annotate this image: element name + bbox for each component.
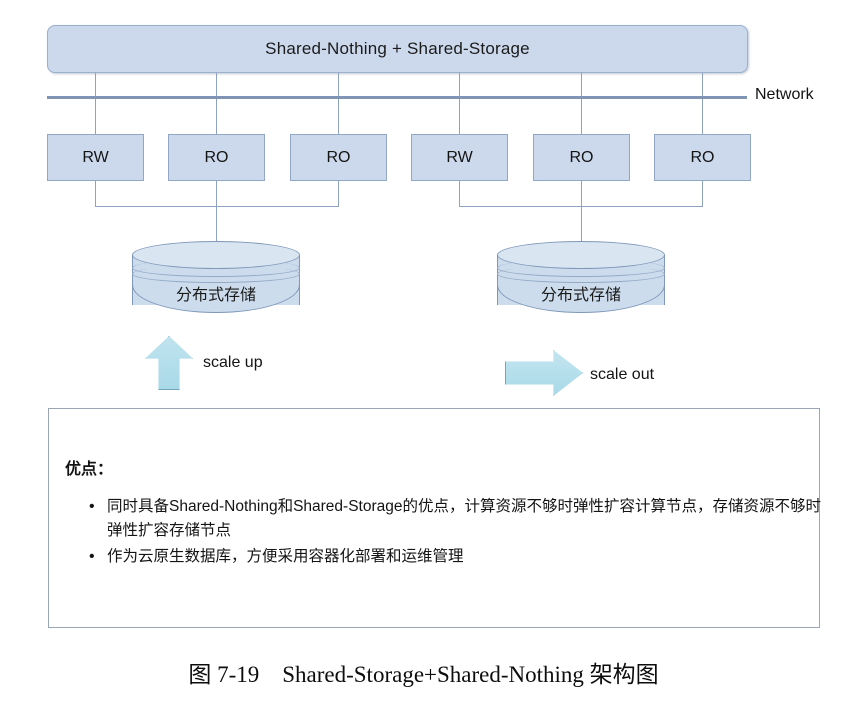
arrow-up-icon bbox=[145, 336, 193, 390]
arrow-right-icon bbox=[505, 350, 583, 396]
connector-header-node-3 bbox=[338, 73, 339, 134]
node-label: RW bbox=[82, 148, 109, 166]
node-box-ro-2[interactable]: RO bbox=[290, 134, 387, 181]
storage-cylinder-left[interactable]: 分布式存储 bbox=[132, 241, 300, 319]
architecture-title-label: Shared-Nothing + Shared-Storage bbox=[265, 39, 530, 58]
storage-cylinder-right[interactable]: 分布式存储 bbox=[497, 241, 665, 319]
architecture-title-box: Shared-Nothing + Shared-Storage bbox=[47, 25, 748, 73]
connector-node1-down bbox=[95, 181, 96, 206]
cylinder-rim-2 bbox=[132, 265, 300, 283]
connector-header-node-4 bbox=[459, 73, 460, 134]
connector-header-node-5 bbox=[581, 73, 582, 134]
connector-node6-down bbox=[702, 181, 703, 206]
node-label: RO bbox=[204, 148, 229, 166]
storage-label: 分布式存储 bbox=[540, 287, 621, 304]
connector-header-node-2 bbox=[216, 73, 217, 134]
connector-node4-down bbox=[459, 181, 460, 206]
scale-out-label: scale out bbox=[590, 366, 655, 383]
network-label: Network bbox=[755, 86, 814, 103]
connector-left-storage-drop bbox=[216, 181, 217, 247]
connector-header-node-6 bbox=[702, 73, 703, 134]
node-box-rw-1[interactable]: RW bbox=[47, 134, 144, 181]
node-label: RO bbox=[690, 148, 715, 166]
node-label: RO bbox=[326, 148, 351, 166]
node-box-ro-4[interactable]: RO bbox=[654, 134, 751, 181]
advantage-item: 同时具备Shared-Nothing和Shared-Storage的优点，计算资… bbox=[89, 495, 825, 543]
node-box-ro-3[interactable]: RO bbox=[533, 134, 630, 181]
connector-right-storage-drop bbox=[581, 181, 582, 247]
connector-node3-down bbox=[338, 181, 339, 206]
node-label: RW bbox=[446, 148, 473, 166]
node-box-rw-2[interactable]: RW bbox=[411, 134, 508, 181]
connector-left-bus bbox=[95, 206, 339, 207]
node-label: RO bbox=[569, 148, 594, 166]
advantage-item: 作为云原生数据库，方便采用容器化部署和运维管理 bbox=[89, 545, 825, 569]
node-box-ro-1[interactable]: RO bbox=[168, 134, 265, 181]
advantages-list: 同时具备Shared-Nothing和Shared-Storage的优点，计算资… bbox=[83, 495, 825, 571]
advantages-title: 优点： bbox=[65, 461, 114, 478]
connector-header-node-1 bbox=[95, 73, 96, 134]
network-bus-line bbox=[47, 96, 747, 99]
storage-label: 分布式存储 bbox=[175, 287, 256, 304]
cylinder-rim-2 bbox=[497, 265, 665, 283]
figure-caption: 图 7-19 Shared-Storage+Shared-Nothing 架构图 bbox=[188, 662, 659, 687]
advantages-panel: 优点： 同时具备Shared-Nothing和Shared-Storage的优点… bbox=[48, 408, 821, 628]
scale-up-label: scale up bbox=[203, 354, 263, 371]
